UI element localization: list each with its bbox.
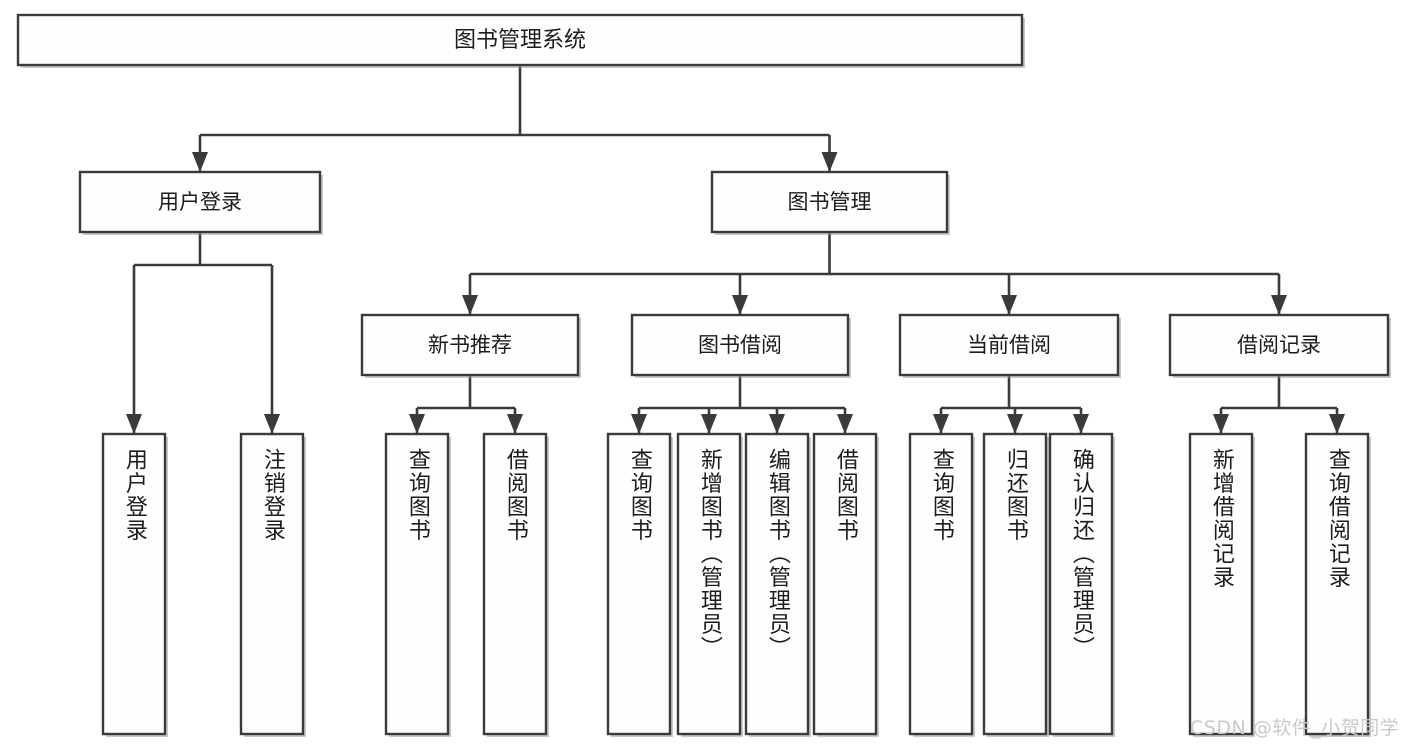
arrow-head-icon <box>1073 414 1089 434</box>
node-box-leaf-borrow-book[interactable] <box>812 432 878 736</box>
node-label-borrow-record: 借阅记录 <box>1237 333 1321 357</box>
arrow-head-icon <box>1213 414 1229 434</box>
node-box-leaf-return-book[interactable] <box>982 432 1048 736</box>
node-label-current-borrow: 当前借阅 <box>967 333 1051 357</box>
arrow-head-icon <box>1001 295 1017 315</box>
node-box-leaf-confirm-return[interactable] <box>1048 432 1114 736</box>
node-box-leaf-edit-book[interactable] <box>744 432 810 736</box>
node-label-root: 图书管理系统 <box>454 28 586 53</box>
arrow-head-icon <box>821 152 838 172</box>
node-box-leaf-borrow-book-rec[interactable] <box>482 432 548 736</box>
arrow-head-icon <box>769 414 785 434</box>
arrow-head-icon <box>1329 414 1345 434</box>
node-box-current-borrow[interactable] <box>898 313 1120 377</box>
node-label-user-login: 用户登录 <box>158 190 242 214</box>
node-box-borrow-record[interactable] <box>1168 313 1390 377</box>
node-box-leaf-add-book[interactable] <box>676 432 742 736</box>
arrow-head-icon <box>837 414 853 434</box>
node-box-leaf-query-book-cur[interactable] <box>908 432 974 736</box>
node-box-book-borrow[interactable] <box>630 313 850 377</box>
connector-layer <box>126 65 1345 434</box>
arrow-head-icon <box>409 414 425 434</box>
node-box-leaf-user-login[interactable] <box>101 432 167 736</box>
node-box-book-manage[interactable] <box>710 170 949 234</box>
arrow-head-icon <box>732 295 748 315</box>
arrow-head-icon <box>1271 295 1287 315</box>
arrow-head-icon <box>631 414 647 434</box>
arrow-head-icon <box>192 152 208 172</box>
node-box-leaf-query-book-borrow[interactable] <box>606 432 672 736</box>
node-box-layer <box>16 13 1391 737</box>
node-box-leaf-query-record[interactable] <box>1304 432 1370 736</box>
node-box-leaf-add-record[interactable] <box>1188 432 1254 736</box>
node-box-leaf-query-book-rec[interactable] <box>384 432 450 736</box>
node-box-user-login[interactable] <box>78 170 322 234</box>
node-label-new-book-rec: 新书推荐 <box>428 333 512 357</box>
node-box-root[interactable] <box>16 13 1024 67</box>
node-box-new-book-rec[interactable] <box>360 313 580 377</box>
arrow-head-icon <box>264 414 280 434</box>
node-label-book-manage: 图书管理 <box>788 190 872 214</box>
node-box-leaf-user-logout[interactable] <box>239 432 305 736</box>
arrow-head-icon <box>507 414 523 434</box>
arrow-head-icon <box>126 414 142 434</box>
arrow-head-icon <box>701 414 717 434</box>
arrow-head-icon <box>933 414 949 434</box>
node-label-book-borrow: 图书借阅 <box>698 333 782 357</box>
arrow-head-icon <box>1007 414 1023 434</box>
arrow-head-icon <box>462 295 478 315</box>
